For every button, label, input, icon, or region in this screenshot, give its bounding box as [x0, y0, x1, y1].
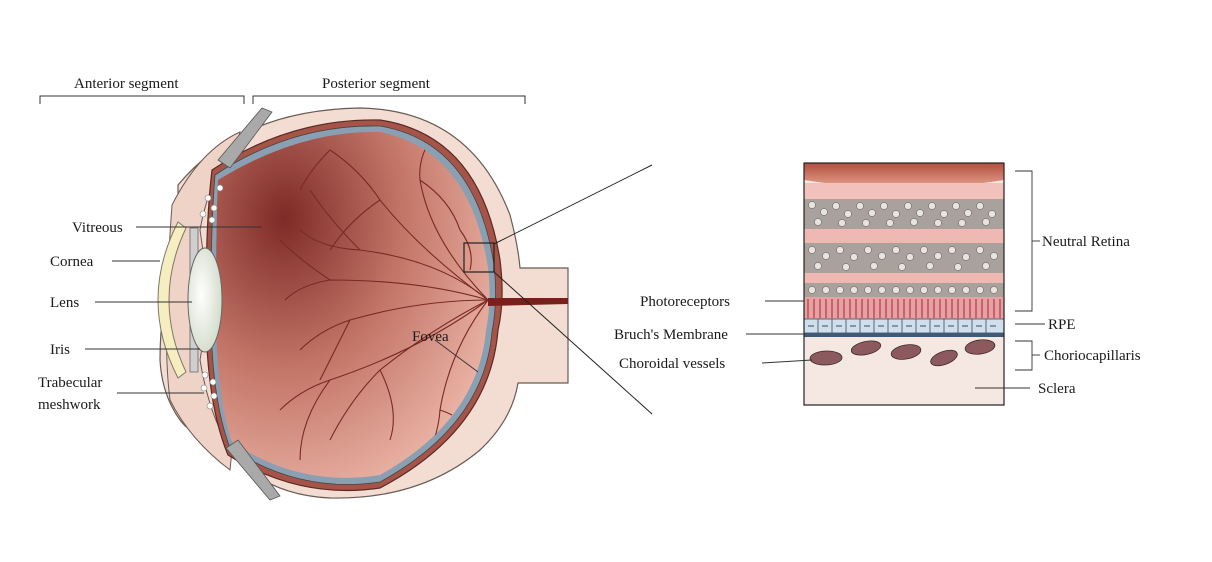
eye-cross-section — [158, 108, 568, 500]
label-bruchs-membrane: Bruch's Membrane — [614, 327, 728, 343]
label-choroidal-vessels: Choroidal vessels — [619, 356, 725, 372]
nerve-fiber-layer — [804, 183, 1004, 199]
label-vitreous: Vitreous — [72, 220, 123, 236]
label-trabecular-line2: meshwork — [38, 397, 101, 413]
label-photoreceptors: Photoreceptors — [640, 294, 730, 310]
posterior-segment-bracket — [253, 96, 525, 104]
lens-shape — [188, 248, 222, 352]
anterior-segment-bracket — [40, 96, 244, 104]
label-fovea: Fovea — [412, 329, 449, 345]
label-sclera: Sclera — [1038, 381, 1076, 397]
label-choriocapillaris: Choriocapillaris — [1044, 348, 1141, 364]
zoom-line-top — [494, 165, 652, 244]
bruchs-membrane-layer — [804, 333, 1004, 337]
outer-nuclear-band — [804, 283, 1004, 297]
outer-plexiform-layer — [804, 273, 1004, 283]
label-trabecular-line1: Trabecular — [38, 375, 102, 391]
label-neutral-retina: Neutral Retina — [1042, 234, 1130, 250]
label-cornea: Cornea — [50, 254, 94, 270]
posterior-segment-title: Posterior segment — [322, 76, 431, 92]
inner-plexiform-layer — [804, 229, 1004, 243]
retina-detail-panel — [804, 163, 1004, 405]
rpe-layer — [804, 319, 1004, 333]
label-iris: Iris — [50, 342, 70, 358]
label-lens: Lens — [50, 295, 79, 311]
anterior-segment-title: Anterior segment — [74, 76, 179, 92]
label-rpe: RPE — [1048, 317, 1076, 333]
